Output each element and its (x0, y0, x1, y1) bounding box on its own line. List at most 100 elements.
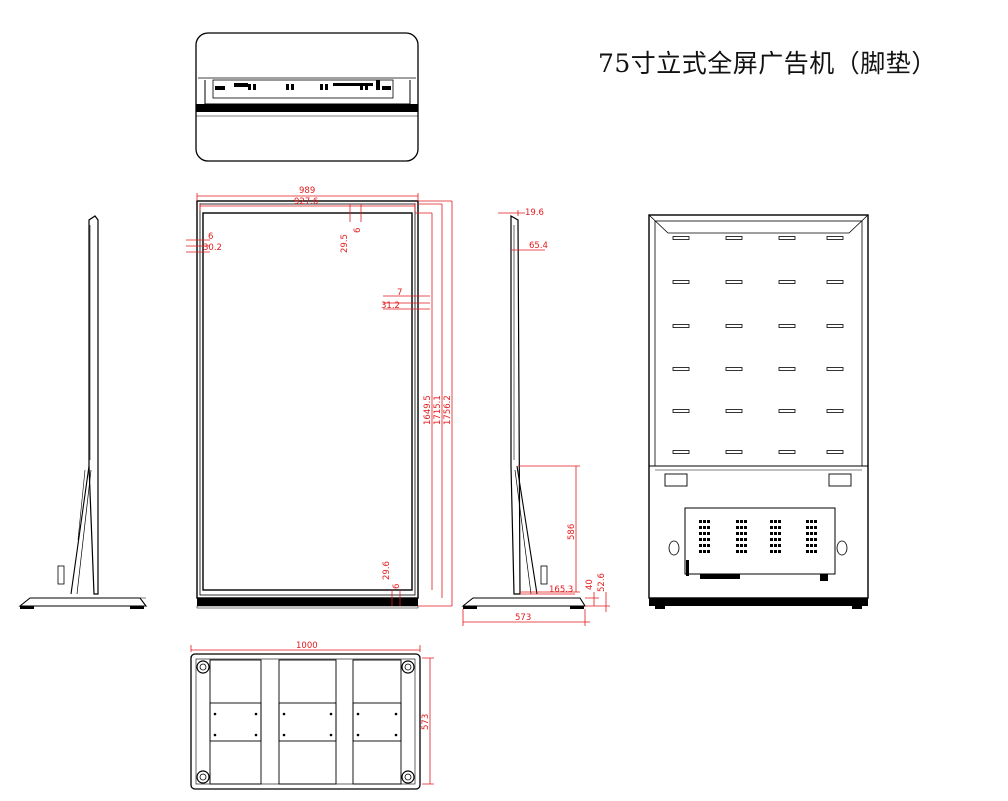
port-pin (699, 526, 702, 529)
port-pin (770, 550, 773, 553)
vent-slot (672, 236, 690, 240)
port-pin (810, 544, 813, 547)
port-pin (699, 538, 702, 541)
base-view (190, 653, 421, 790)
vent-slot (826, 367, 844, 371)
base-dimensions (190, 645, 434, 785)
left-side-view (18, 215, 148, 609)
right-side-view (461, 214, 586, 609)
dim-base-depth-2: 573 (421, 714, 431, 730)
port-pin (699, 520, 702, 523)
port-pin (778, 544, 781, 547)
port-pin (810, 550, 813, 553)
port-pin (770, 538, 773, 541)
port-pin (736, 538, 739, 541)
vent-slot (778, 236, 796, 240)
port-pin (703, 550, 706, 553)
port-pin (774, 550, 777, 553)
port-pin (814, 538, 817, 541)
port-pin (703, 526, 706, 529)
dim-bottom-a: 29.6 (382, 561, 392, 580)
port-pin (736, 532, 739, 535)
port-pin (814, 526, 817, 529)
dim-side-top: 19.6 (525, 208, 544, 218)
dim-front-width: 989 (299, 186, 315, 196)
vent-slot (672, 367, 690, 371)
port-pin (707, 532, 710, 535)
port-pin (744, 520, 747, 523)
vent-slot (725, 236, 743, 240)
port-pin (778, 538, 781, 541)
vent-slot (672, 324, 690, 328)
port-pin (814, 544, 817, 547)
port-pin (774, 544, 777, 547)
vent-slot (826, 450, 844, 454)
port-pin (744, 532, 747, 535)
port-pin (736, 550, 739, 553)
port-pin (744, 526, 747, 529)
port-pin (770, 526, 773, 529)
port-pin (806, 526, 809, 529)
dim-right-bezel-a: 7 (397, 288, 402, 298)
vent-slot (826, 409, 844, 413)
port-blocks (699, 520, 817, 553)
vent-slot (778, 324, 796, 328)
port-pin (806, 532, 809, 535)
port-pin (770, 544, 773, 547)
dim-height-total: 1756.2 (443, 395, 453, 425)
port-pin (774, 532, 777, 535)
port-pin (699, 532, 702, 535)
port-pin (774, 520, 777, 523)
port-pin (774, 526, 777, 529)
vent-slot (672, 280, 690, 284)
dim-side-depth: 65.4 (529, 241, 548, 251)
port-pin (810, 520, 813, 523)
vent-slots (672, 236, 844, 454)
vent-slot (778, 367, 796, 371)
vent-slot (778, 409, 796, 413)
vent-slot (826, 324, 844, 328)
port-pin (806, 544, 809, 547)
front-dimensions (186, 193, 453, 607)
dim-height-body: 1715.1 (433, 395, 443, 425)
vent-slot (725, 367, 743, 371)
dim-top-bezel-b: 6 (353, 228, 363, 233)
port-pin (703, 544, 706, 547)
drawing-title: 75寸立式全屏广告机（脚垫） (598, 49, 937, 78)
vent-slot (725, 324, 743, 328)
port-pin (707, 538, 710, 541)
port-pin (810, 526, 813, 529)
back-view (648, 214, 869, 609)
port-pin (814, 532, 817, 535)
port-pin (736, 526, 739, 529)
port-pin (703, 532, 706, 535)
dim-front-inner-width: 927.6 (294, 197, 318, 207)
port-pin (707, 526, 710, 529)
port-pin (806, 550, 809, 553)
front-view (196, 200, 419, 609)
port-pin (810, 538, 813, 541)
vent-slot (672, 450, 690, 454)
port-pin (740, 550, 743, 553)
port-pin (774, 538, 777, 541)
dim-stand-offset: 165.3 (549, 585, 573, 595)
port-pin (814, 520, 817, 523)
dimension-labels: 989 927.6 6 30.2 29.5 6 7 31.2 1649.5 17… (203, 186, 607, 730)
port-pin (707, 520, 710, 523)
dim-height-screen: 1649.5 (423, 395, 433, 425)
dim-bezel-side: 6 (208, 232, 213, 242)
port-pin (740, 538, 743, 541)
vent-slot (826, 236, 844, 240)
port-pin (778, 526, 781, 529)
port-pin (740, 526, 743, 529)
dim-foot-b: 52.6 (597, 573, 607, 592)
port-pin (810, 532, 813, 535)
port-pin (778, 520, 781, 523)
port-pin (744, 550, 747, 553)
port-pin (736, 520, 739, 523)
port-pin (778, 550, 781, 553)
vent-slot (725, 280, 743, 284)
dim-bezel-side-total: 30.2 (203, 243, 222, 253)
port-pin (703, 520, 706, 523)
